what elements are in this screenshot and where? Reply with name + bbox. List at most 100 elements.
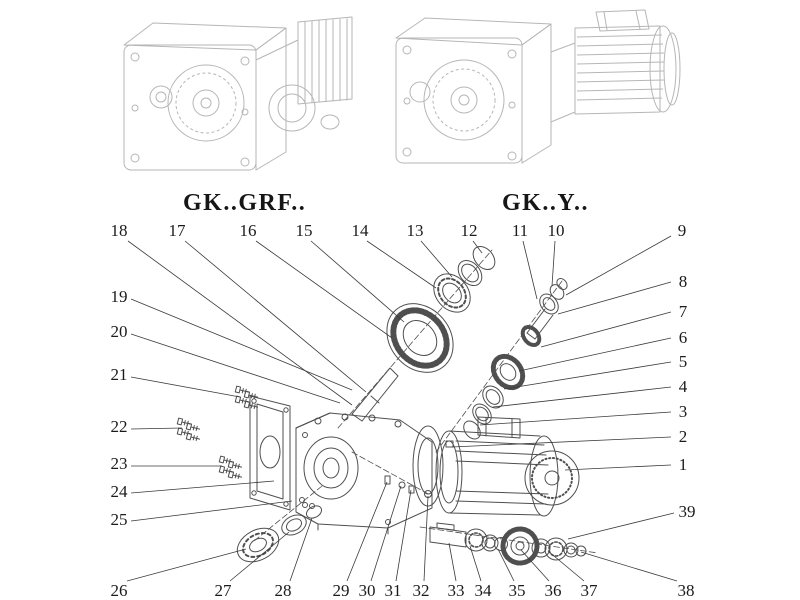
shaft-key bbox=[436, 522, 455, 531]
shaft-edge bbox=[351, 367, 391, 415]
leader-line-2 bbox=[451, 436, 672, 448]
bolt-hole bbox=[130, 153, 140, 163]
housing-bolt bbox=[302, 432, 308, 438]
leader-line-21 bbox=[130, 376, 241, 398]
callout-31: 31 bbox=[385, 581, 402, 600]
terminal-box bbox=[477, 416, 521, 439]
bearing-outer-race bbox=[433, 273, 471, 313]
ring-outer bbox=[457, 259, 483, 287]
callout-18: 18 bbox=[111, 221, 128, 240]
callout-8: 8 bbox=[679, 272, 688, 291]
seal-ring bbox=[463, 420, 481, 440]
screw-icon bbox=[176, 417, 192, 427]
cover-screw bbox=[299, 497, 305, 503]
leader-line-28 bbox=[289, 517, 313, 582]
small-bearing bbox=[539, 293, 559, 315]
callout-30: 30 bbox=[359, 581, 376, 600]
shaft-bore bbox=[192, 89, 220, 117]
leader-line-15 bbox=[310, 240, 405, 323]
leader-line-3 bbox=[479, 411, 672, 426]
callout-19: 19 bbox=[111, 287, 128, 306]
secondary-bore-center bbox=[155, 91, 167, 103]
washer bbox=[531, 538, 551, 558]
motor-fin bbox=[576, 79, 665, 83]
terminal-box-edge bbox=[603, 11, 608, 31]
input-shaft-stub bbox=[320, 114, 340, 130]
ring-gear-outer bbox=[386, 303, 454, 373]
callout-26: 26 bbox=[111, 581, 128, 600]
callout-36: 36 bbox=[545, 581, 562, 600]
callout-numbers: 1234567891011121314151617181920212223242… bbox=[111, 221, 696, 600]
pinion-end bbox=[526, 332, 536, 340]
motor-fin bbox=[576, 43, 664, 47]
pinion-gear-teeth bbox=[520, 325, 542, 347]
callout-3: 3 bbox=[679, 402, 688, 421]
leader-line-1 bbox=[564, 464, 672, 471]
output-shaft-assembly bbox=[429, 522, 587, 566]
motor-fin bbox=[576, 88, 664, 92]
callout-7: 7 bbox=[679, 302, 688, 321]
front-flange-plate bbox=[249, 395, 291, 511]
leader-line-30 bbox=[370, 485, 402, 582]
leader-line-7 bbox=[540, 311, 672, 348]
ring-gear-bore bbox=[402, 320, 438, 356]
cover-joint-line bbox=[255, 39, 299, 61]
screw-icon bbox=[234, 385, 250, 395]
flange-bolt-hole bbox=[283, 407, 289, 413]
leader-line-27 bbox=[229, 531, 290, 582]
callout-15: 15 bbox=[296, 221, 313, 240]
large-bearing-balls bbox=[242, 532, 274, 558]
tapered-bearing bbox=[433, 273, 471, 313]
o-ring-outline bbox=[472, 245, 496, 271]
leader-line-38 bbox=[580, 551, 678, 582]
model-label-gk-y: GK..Y.. bbox=[502, 190, 589, 216]
bolt-hole bbox=[402, 45, 412, 55]
leader-line-20 bbox=[130, 333, 341, 404]
assembly-axis-lines bbox=[253, 249, 599, 554]
output-gear-bore bbox=[515, 541, 525, 551]
motor-fin bbox=[576, 34, 663, 38]
callout-23: 23 bbox=[111, 454, 128, 473]
axis-fasteners bbox=[351, 451, 433, 497]
seal-ring bbox=[305, 505, 323, 519]
callout-14: 14 bbox=[352, 221, 370, 240]
gearbox-drawing-gk-y bbox=[395, 9, 681, 164]
leader-line-8 bbox=[557, 281, 672, 315]
leader-lines bbox=[126, 235, 678, 582]
shaft-edge bbox=[361, 375, 399, 422]
motor-fin bbox=[455, 450, 547, 456]
bevel-gear bbox=[490, 353, 526, 391]
leader-line-22 bbox=[130, 427, 183, 430]
leader-line-17 bbox=[184, 240, 367, 393]
input-cover-outline bbox=[297, 16, 353, 105]
bolt-hole bbox=[507, 49, 517, 59]
lock-nut bbox=[575, 545, 587, 557]
output-shaft bbox=[429, 526, 467, 548]
shaft-end bbox=[351, 413, 363, 422]
leader-line-37 bbox=[547, 550, 585, 582]
leader-line-12 bbox=[472, 240, 483, 254]
leader-line-34 bbox=[469, 545, 482, 582]
flange-bolt-hole bbox=[251, 398, 257, 404]
spacer-ring bbox=[481, 534, 499, 552]
axis-input-gear bbox=[337, 249, 493, 429]
screw-icon bbox=[243, 400, 259, 410]
shaft-bore bbox=[450, 86, 478, 114]
fan-cover bbox=[524, 450, 580, 506]
ring-inner bbox=[461, 263, 479, 283]
bolt-hole bbox=[240, 56, 250, 66]
callout-4: 4 bbox=[679, 377, 688, 396]
flange-plug bbox=[445, 440, 454, 448]
housing-side-face bbox=[521, 23, 552, 164]
lock-washer-inner bbox=[566, 545, 576, 555]
callout-13: 13 bbox=[407, 221, 424, 240]
secondary-bore bbox=[409, 81, 431, 103]
key-block bbox=[384, 475, 391, 485]
terminal-box-edge bbox=[635, 10, 641, 30]
housing-feet bbox=[317, 523, 389, 535]
callout-33: 33 bbox=[448, 581, 465, 600]
leader-line-13 bbox=[420, 240, 453, 278]
flange-bolt-hole bbox=[251, 490, 257, 496]
housing-front-face bbox=[123, 44, 257, 171]
